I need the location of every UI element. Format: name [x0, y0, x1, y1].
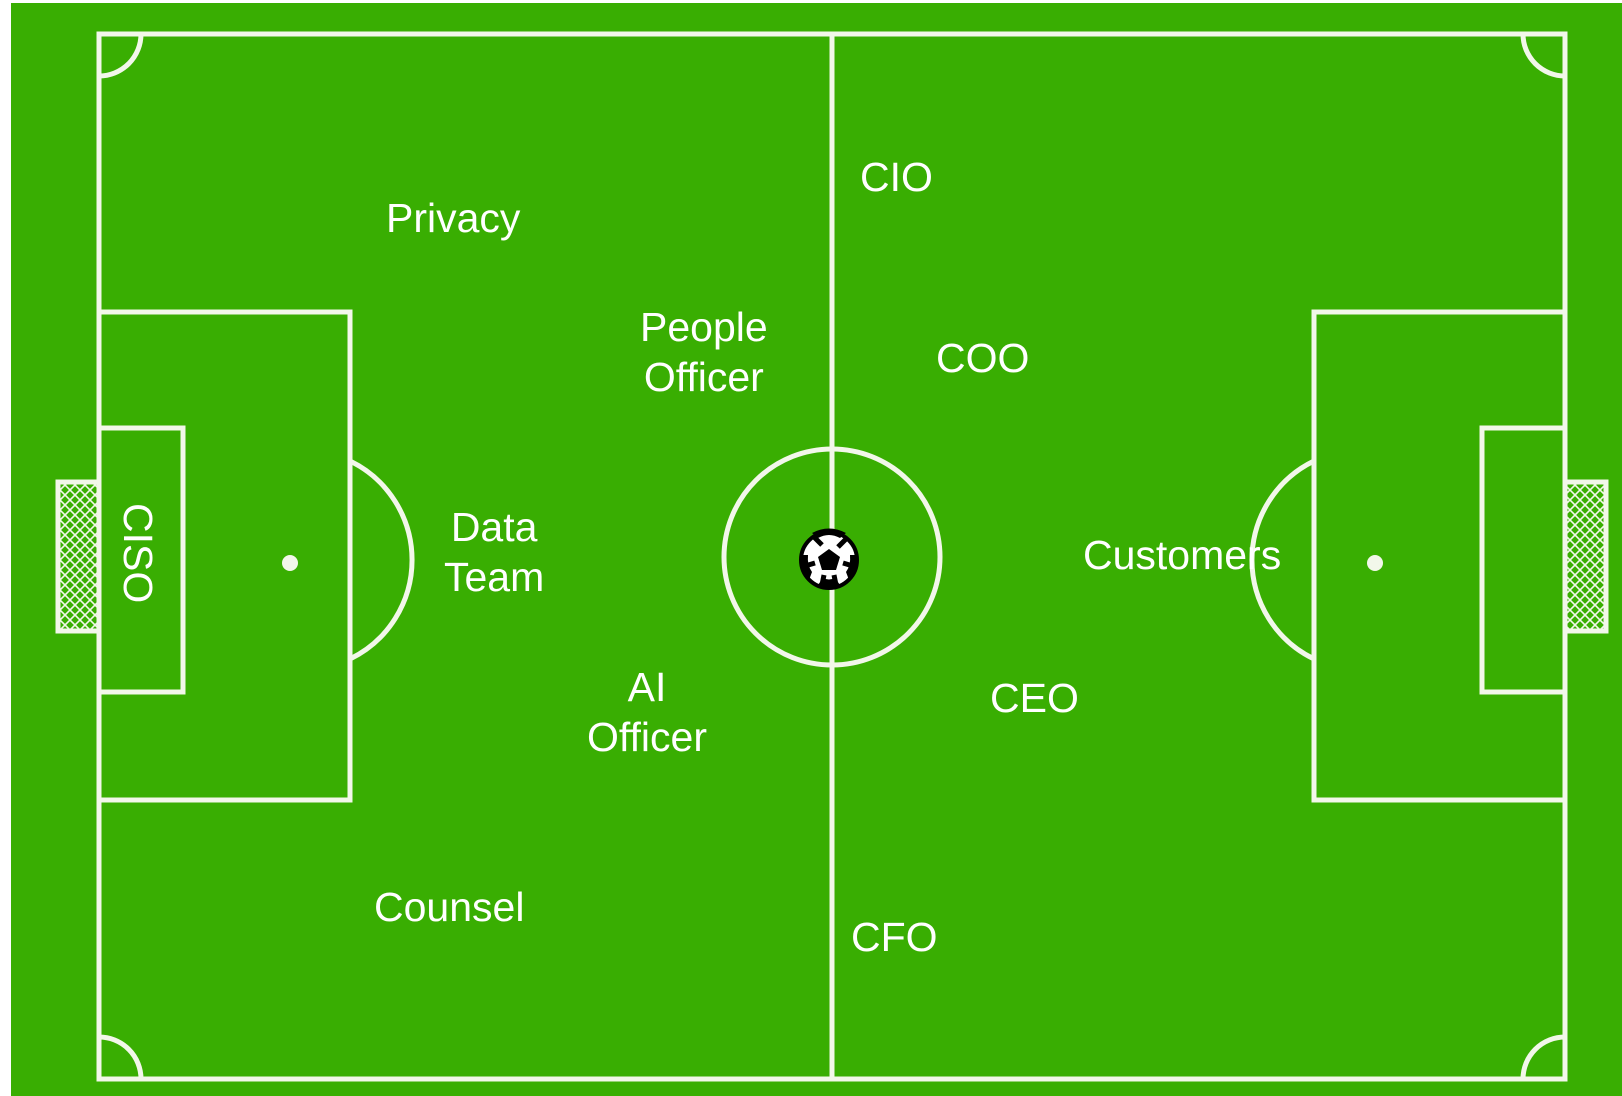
right-penalty-spot	[1367, 555, 1383, 571]
corner-arc-top-right	[1520, 33, 1566, 79]
right-penalty-arc	[1249, 458, 1316, 662]
left-goal-net	[55, 479, 102, 634]
corner-arc-bottom-right	[1520, 1034, 1566, 1080]
center-circle	[721, 446, 943, 668]
corner-arc-top-left	[98, 33, 144, 79]
label-ceo: CEO	[990, 675, 1079, 721]
label-cfo: CFO	[851, 914, 938, 960]
label-cio: CIO	[860, 154, 933, 200]
right-goal-net	[1562, 479, 1609, 634]
label-customers: Customers	[1083, 532, 1282, 578]
corner-arc-bottom-left	[98, 1034, 144, 1080]
left-penalty-spot	[282, 555, 298, 571]
left-penalty-arc	[348, 458, 415, 662]
label-coo: COO	[936, 335, 1030, 381]
label-people-officer: People Officer	[640, 304, 768, 400]
label-privacy: Privacy	[386, 195, 521, 241]
soccer-ball-icon	[799, 528, 859, 590]
label-ai-officer: AI Officer	[587, 664, 707, 760]
label-data-team: Data Team	[444, 504, 545, 600]
label-counsel: Counsel	[374, 884, 525, 930]
label-ciso: CISO	[115, 503, 161, 604]
